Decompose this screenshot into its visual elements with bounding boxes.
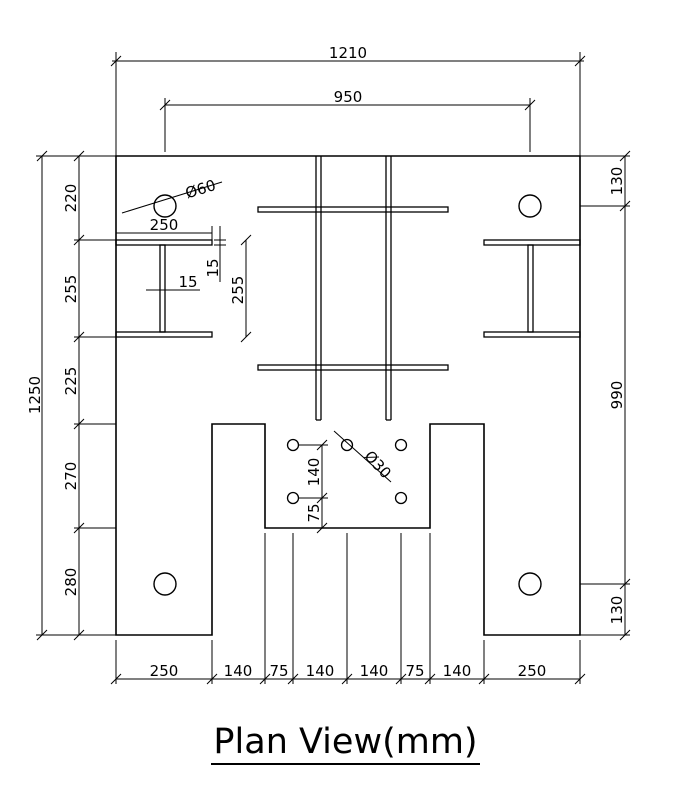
dim-bottom-0: 250 [150,662,179,680]
slot-length-label: 250 [150,216,179,234]
left-h-slot [115,239,213,338]
large-hole-bottom-left [153,572,177,596]
drawing-title: Plan View(mm) [0,722,691,765]
dim-bottom-7: 250 [518,662,547,680]
right-h-slot [483,239,581,338]
dim-right-bottom: 130 [608,596,626,625]
plan-view-drawing: 1210 950 1250 220 255 225 270 280 [26,44,631,685]
dim-bolt-spacing-x [159,98,536,152]
small-hole [394,491,408,505]
dim-bolt-spacing-x-label: 950 [334,88,363,106]
drawing-title-text: Plan View(mm) [211,722,480,765]
dim-overall-width [110,52,586,156]
dim-overall-width-label: 1210 [329,44,367,62]
horizontal-bar-top [257,206,449,213]
dim-left-2: 225 [62,367,80,396]
dim-small-hole-spacing [298,439,328,534]
horizontal-bar-bottom [257,364,449,371]
dim-left-1: 255 [62,275,80,304]
dim-right-span: 990 [608,381,626,410]
dim-bottom-5: 75 [405,662,424,680]
dim-bottom-4: 140 [360,662,389,680]
dim-bottom-3: 140 [306,662,335,680]
plate-outline [115,155,581,636]
leader-large-hole [121,181,223,214]
small-hole-edge-label: 75 [305,503,323,522]
slot-height-label: 255 [229,276,247,305]
large-hole-bottom-right [518,572,542,596]
dim-bottom-chain [110,533,586,685]
small-hole-spacing-label: 140 [305,458,323,487]
dim-overall-height [36,150,116,641]
dim-left-chain [73,150,116,641]
dim-web-thickness [146,285,200,295]
web-thickness-label: 15 [178,273,197,291]
small-hole [286,438,300,452]
dim-left-3: 270 [62,462,80,491]
dim-left-4: 280 [62,568,80,597]
dim-right-chain [580,150,631,641]
dim-bottom-2: 75 [269,662,288,680]
small-hole [394,438,408,452]
small-hole [340,438,354,452]
dim-slot-height [240,234,252,343]
large-hole-dia-label: Ø60 [183,176,218,202]
dim-overall-height-label: 1250 [26,376,44,414]
large-hole-top-left [153,194,177,218]
large-hole-top-right [518,194,542,218]
dim-slot-thickness [214,226,226,282]
dim-slot-length [116,226,213,240]
small-hole-dia-label: Ø30 [361,447,395,482]
dim-right-top: 130 [608,167,626,196]
leader-small-hole [333,430,392,483]
dim-bottom-1: 140 [224,662,253,680]
vertical-bar-left [315,156,322,421]
slot-thickness-label: 15 [204,258,222,277]
vertical-bar-right [385,156,392,421]
dim-left-0: 220 [62,184,80,213]
small-hole [286,491,300,505]
dim-bottom-6: 140 [443,662,472,680]
